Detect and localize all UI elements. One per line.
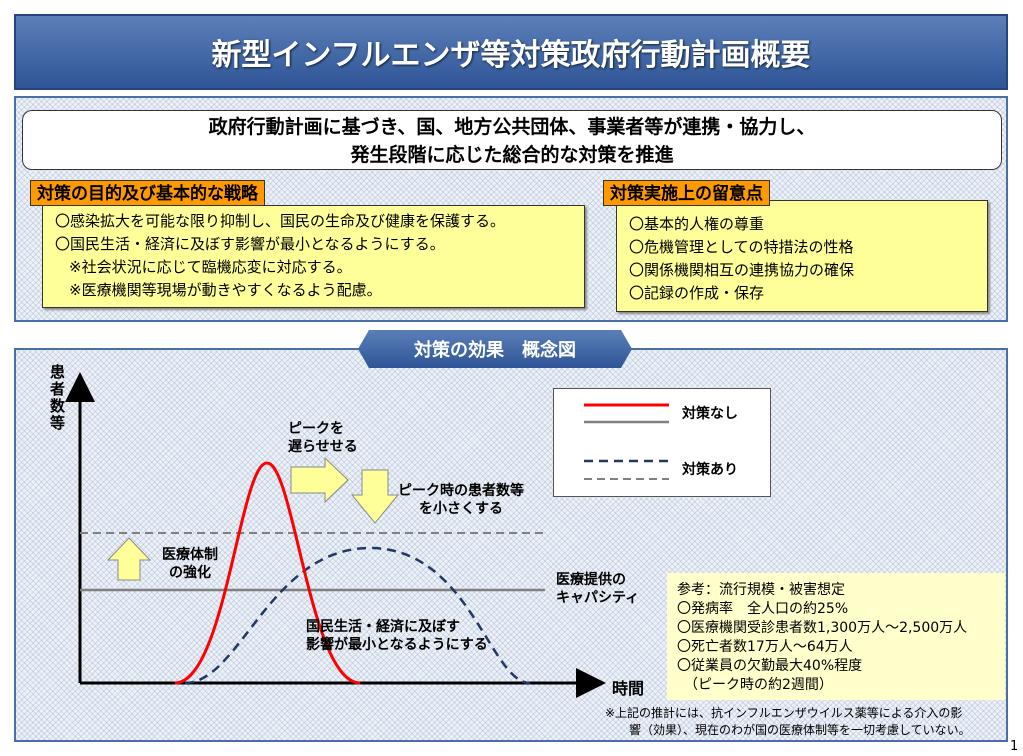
lead-box: 政府行動計画に基づき、国、地方公共団体、事業者等が連携・協力し、 発生段階に応じ… — [22, 110, 1002, 170]
reference-item: 〇発病率 全人口の約25% — [677, 601, 849, 617]
reference-item: 〇医療機関受診患者数1,300万人～2,500万人 — [677, 620, 968, 636]
strategy-item: 〇感染拡大を可能な限り抑制し、国民の生命及び健康を保護する。 — [55, 212, 506, 230]
lead-line: 発生段階に応じた総合的な対策を推進 — [350, 144, 674, 166]
reference-item: 〇死亡者数17万人～64万人 — [677, 639, 853, 655]
reduce-peak-label: ピーク時の患者数等を小さくする — [398, 482, 524, 518]
legend: 対策なし 対策あり — [553, 388, 771, 497]
notes-item: 〇記録の作成・保存 — [629, 284, 765, 302]
x-axis-label: 時間 — [612, 679, 645, 698]
strategy-label: 対策の目的及び基本的な戦略 — [30, 180, 265, 206]
with-measures-curve — [184, 546, 531, 685]
reference-box: 参考：流行規模・被害想定 〇発病率 全人口の約25% 〇医療機関受診患者数1,3… — [667, 573, 1005, 700]
right-arrow-icon — [290, 456, 349, 504]
strategy-item: 〇国民生活・経済に及ぼす影響が最小となるようにする。 — [55, 235, 445, 253]
up-arrow-icon — [106, 537, 152, 581]
legend-without: 対策なし — [682, 406, 738, 422]
footnote-line: ※上記の推計には、抗インフルエンザウイルス薬等による介入の影 — [605, 706, 963, 720]
label-line: を小さくする — [419, 501, 503, 517]
strategy-note: ※医療機関等現場が動きやすくなるよう配慮。 — [69, 281, 382, 299]
strategy-box: 〇感染拡大を可能な限り抑制し、国民の生命及び健康を保護する。 〇国民生活・経済に… — [42, 205, 585, 308]
lead-line: 政府行動計画に基づき、国、地方公共団体、事業者等が連携・協力し、 — [208, 116, 816, 138]
capacity-label: 医療提供のキャパシティ — [556, 571, 639, 607]
notes-item: 〇基本的人権の尊重 — [629, 215, 765, 233]
label-line: 医療体制 — [162, 547, 218, 563]
page-number: 1 — [1010, 739, 1019, 754]
notes-label: 対策実施上の留意点 — [603, 180, 770, 206]
page-title: 新型インフルエンザ等対策政府行動計画概要 — [14, 14, 1008, 90]
reference-item: （ピーク時の約2週間） — [677, 677, 833, 693]
y-axis-label: 患者数等 — [50, 363, 66, 432]
label-line: キャパシティ — [556, 590, 640, 606]
label-line: 遅らせせる — [288, 439, 358, 455]
label-line: 影響が最小となるようにする — [306, 637, 488, 653]
minimize-label: 国民生活・経済に及ぼす影響が最小となるようにする — [306, 618, 488, 654]
without-measures-curve — [174, 461, 361, 685]
delay-peak-label: ピークを遅らせせる — [288, 420, 358, 456]
legend-with: 対策あり — [682, 462, 738, 478]
label-line: の強化 — [169, 565, 211, 581]
label-line: ピークを — [288, 421, 344, 437]
reference-item: 〇従業員の欠勤最大40%程度 — [677, 658, 863, 674]
label-line: ピーク時の患者数等 — [398, 483, 524, 499]
notes-box: 〇基本的人権の尊重 〇危機管理としての特措法の性格 〇関係機関相互の連携協力の確… — [616, 200, 988, 312]
label-line: 医療提供の — [556, 572, 626, 588]
concept-header: 対策の効果 概念図 — [358, 330, 632, 368]
strategy-note: ※社会状況に応じて臨機応変に対応する。 — [69, 258, 352, 276]
reference-item: 参考：流行規模・被害想定 — [677, 582, 845, 598]
label-line: 国民生活・経済に及ぼす — [306, 619, 460, 635]
concept-section — [14, 348, 1008, 742]
footnote: ※上記の推計には、抗インフルエンザウイルス薬等による介入の影 響（効果）、現在の… — [605, 705, 971, 739]
strengthen-label: 医療体制の強化 — [162, 546, 218, 582]
down-arrow-icon — [350, 469, 400, 524]
footnote-line: 響（効果）、現在のわが国の医療体制等を一切考慮していない。 — [629, 723, 971, 737]
notes-item: 〇関係機関相互の連携協力の確保 — [629, 261, 855, 279]
notes-item: 〇危機管理としての特措法の性格 — [629, 238, 854, 256]
